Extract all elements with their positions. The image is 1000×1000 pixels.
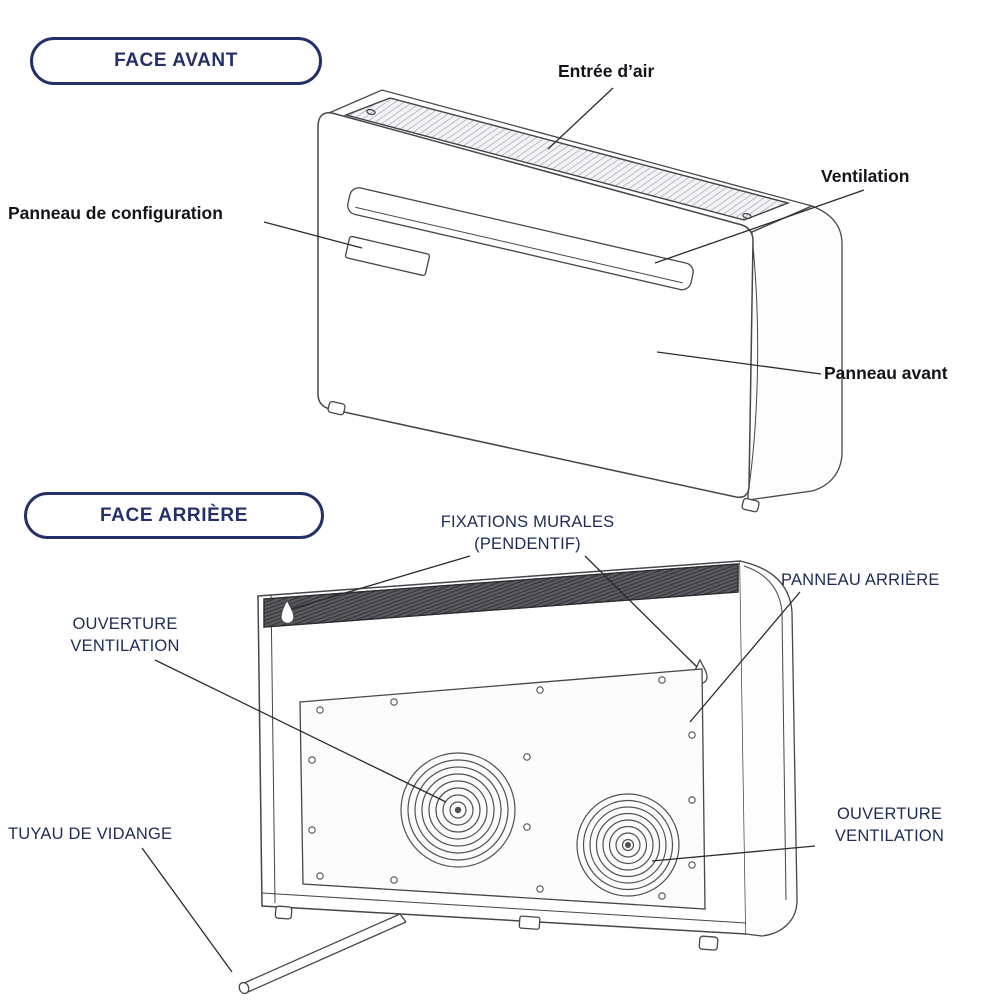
air-inlet-grille (343, 97, 791, 221)
label-wall-fixings-line2: (PENDENTIF) (474, 535, 581, 553)
rear-unit-drawing (238, 560, 798, 995)
front-foot-left (327, 400, 346, 416)
leader-config-panel (263, 221, 363, 249)
label-config-panel: Panneau de configuration (8, 203, 223, 223)
rear-base-line (261, 892, 747, 924)
label-wall-fixings-line1: FIXATIONS MURALES (440, 513, 615, 531)
rear-side-curve (743, 565, 787, 901)
rear-leader-lines (141, 555, 816, 973)
rear-side-face (739, 560, 798, 937)
front-panel-face (317, 112, 754, 499)
leader-air-inlet (547, 87, 614, 150)
label-vent-opening-left: OUVERTURE VENTILATION (40, 613, 210, 657)
leader-ventilation (654, 189, 865, 264)
leader-vent-left (154, 659, 447, 803)
leader-rear-panel (689, 591, 801, 723)
front-unit-drawing (317, 89, 843, 513)
rear-drain-outlet (518, 915, 541, 930)
fan-opening-left (400, 752, 516, 868)
rear-inner-panel (299, 668, 706, 910)
label-vent-left-line2: VENTILATION (70, 637, 180, 655)
front-foot-right (741, 497, 760, 513)
rear-top-grille (263, 563, 739, 628)
label-ventilation: Ventilation (821, 166, 910, 186)
label-air-inlet: Entrée d’air (558, 61, 655, 81)
rear-left-edge-inner (270, 593, 276, 904)
leader-vent-right (651, 845, 816, 862)
ventilation-slot (347, 187, 694, 291)
drain-hose (238, 913, 407, 995)
top-vent-hole-right (742, 212, 752, 220)
label-vent-opening-right: OUVERTURE VENTILATION (812, 803, 967, 847)
leader-wall-fixing-right (584, 555, 698, 668)
label-vent-left-line1: OUVERTURE (72, 615, 178, 633)
label-vent-right-line2: VENTILATION (834, 827, 945, 845)
rear-foot-left (274, 905, 293, 920)
label-front-panel: Panneau avant (824, 363, 948, 383)
label-rear-panel: PANNEAU ARRIÈRE (781, 571, 940, 589)
label-wall-fixings: FIXATIONS MURALES (PENDENTIF) (385, 511, 670, 555)
front-side-face (747, 205, 843, 501)
front-leader-lines (263, 87, 865, 375)
label-vent-right-line1: OUVERTURE (836, 805, 943, 823)
leader-front-panel (656, 351, 822, 375)
configuration-panel (344, 235, 431, 277)
fan-opening-right (576, 793, 680, 897)
wall-hook-left (280, 598, 295, 625)
rear-foot-right (698, 935, 719, 951)
leader-wall-fixing-left (290, 555, 471, 610)
rear-section-badge: FACE ARRIÈRE (24, 492, 324, 539)
panel-screws (308, 676, 696, 900)
front-section-badge: FACE AVANT (30, 37, 322, 85)
leader-drain-hose (141, 847, 233, 973)
front-side-curve (747, 235, 759, 495)
top-vent-hole-left (366, 108, 376, 116)
label-drain-hose: TUYAU DE VIDANGE (8, 825, 173, 843)
